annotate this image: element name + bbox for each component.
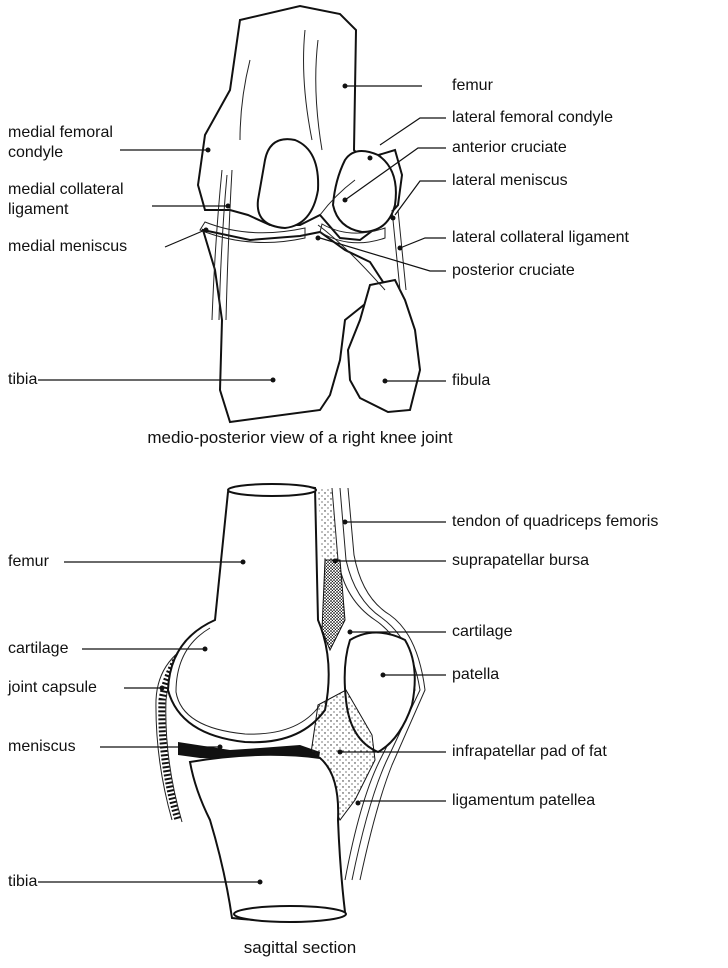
label-lateral-meniscus: lateral meniscus xyxy=(452,172,568,190)
label-tendon-quadriceps: tendon of quadriceps femoris xyxy=(452,513,658,531)
label-patella: patella xyxy=(452,666,499,684)
label-medial-femoral-condyle-line2: condyle xyxy=(8,144,63,162)
tibia-cut-end xyxy=(234,906,346,922)
label-meniscus: meniscus xyxy=(8,738,76,756)
label-suprapatellar-bursa: suprapatellar bursa xyxy=(452,552,589,570)
label-infrapatellar-pad: infrapatellar pad of fat xyxy=(452,743,607,761)
label-tibia-bottom: tibia xyxy=(8,873,37,891)
label-medial-femoral-condyle-line1: medial femoral xyxy=(8,124,113,142)
lateral-condyle-shape xyxy=(333,151,396,232)
label-fibula: fibula xyxy=(452,372,490,390)
caption-bottom: sagittal section xyxy=(180,938,420,958)
label-cartilage-right: cartilage xyxy=(452,623,512,641)
label-lateral-femoral-condyle: lateral femoral condyle xyxy=(452,109,613,127)
femur-section-shape xyxy=(168,485,329,742)
label-ligamentum-patellea: ligamentum patellea xyxy=(452,792,595,810)
tibia-section-shape xyxy=(190,755,345,921)
tendon-stipple xyxy=(318,488,338,560)
medial-condyle-shape xyxy=(258,139,318,228)
label-lateral-collateral-ligament: lateral collateral ligament xyxy=(452,229,629,247)
label-joint-capsule: joint capsule xyxy=(8,679,97,697)
label-tibia-top: tibia xyxy=(8,371,37,389)
label-medial-collateral-line2: ligament xyxy=(8,201,68,219)
femur-cut-end xyxy=(228,484,316,496)
label-femur-bottom: femur xyxy=(8,553,49,571)
label-medial-meniscus: medial meniscus xyxy=(8,238,127,256)
label-medial-collateral-line1: medial collateral xyxy=(8,181,124,199)
bottom-knee-illustration xyxy=(156,484,425,922)
top-knee-illustration xyxy=(198,6,420,422)
label-femur-top: femur xyxy=(452,77,493,95)
label-anterior-cruciate: anterior cruciate xyxy=(452,139,567,157)
caption-top: medio-posterior view of a right knee joi… xyxy=(90,428,510,448)
label-posterior-cruciate: posterior cruciate xyxy=(452,262,575,280)
label-cartilage-left: cartilage xyxy=(8,640,68,658)
suprapatellar-bursa-shape xyxy=(322,560,345,650)
